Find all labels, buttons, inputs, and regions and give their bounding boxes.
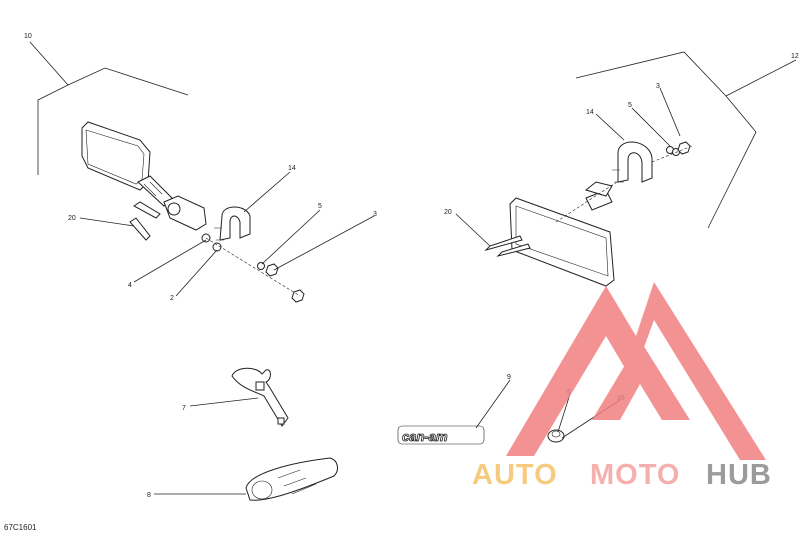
- callout-12: 12: [791, 53, 799, 60]
- callout-20-right: 20: [444, 209, 452, 216]
- watermark-text-auto: AUTO: [472, 459, 558, 491]
- rearview-mirror-part: [509, 179, 621, 287]
- callout-14-right: 14: [586, 109, 594, 116]
- callout-5-left: 5: [318, 203, 322, 210]
- callout-10: 10: [24, 33, 32, 40]
- washer-part: [257, 262, 265, 270]
- nut-part: [291, 289, 305, 303]
- callout-2: 2: [170, 295, 174, 302]
- watermark-text-moto: MOTO: [590, 459, 680, 491]
- leader-lines: [79, 87, 681, 495]
- callout-3-left: 3: [373, 211, 377, 218]
- washer-part: [212, 242, 222, 252]
- decal-text: can-am: [402, 429, 448, 444]
- screw-part: [484, 235, 531, 257]
- callout-8: 8: [147, 492, 151, 499]
- left-mirror-assembly: [29, 41, 305, 303]
- decal-part: can-am: [397, 425, 485, 444]
- callout-9: 9: [507, 374, 511, 381]
- figure-code: 67C1601: [4, 523, 37, 532]
- clamp-part: [612, 141, 653, 183]
- screw-part: [129, 201, 161, 241]
- rivet-part: [547, 429, 565, 443]
- callout-4: 4: [128, 282, 132, 289]
- nut-part: [677, 141, 691, 155]
- callout-7: 7: [182, 405, 186, 412]
- callout-3-right: 3: [656, 83, 660, 90]
- grip-part: [245, 457, 338, 501]
- watermark-triangle-icon: [506, 282, 766, 460]
- clamp-part: [214, 206, 251, 241]
- wrench-part: [231, 367, 289, 427]
- callout-14-left: 14: [288, 165, 296, 172]
- watermark-logo: AUTO MOTO HUB: [472, 282, 772, 491]
- callout-20-left: 20: [68, 215, 76, 222]
- watermark-text-hub: HUB: [706, 459, 772, 491]
- right-mirror-assembly: [484, 51, 797, 287]
- side-mirror-part: [81, 121, 207, 231]
- callout-5-right: 5: [628, 102, 632, 109]
- nut-part: [265, 263, 279, 277]
